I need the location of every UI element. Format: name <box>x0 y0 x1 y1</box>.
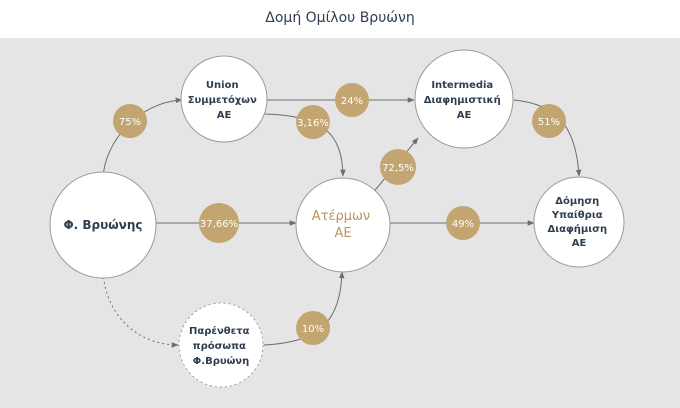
badge-union-atermon <box>296 105 330 139</box>
stake-intermedia-domisi: 51% <box>538 117 560 128</box>
node-atermon-label: Ατέρμων ΑΕ <box>312 209 375 241</box>
node-parentheta-label: Παρένθετα πρόσωπα Φ.Βρυώνη <box>189 325 253 367</box>
badge-intermedia-domisi <box>532 104 566 138</box>
stake-union-atermon: 3,16% <box>297 118 329 129</box>
node-vryonis-label: Φ. Βρυώνης <box>63 218 142 232</box>
node-intermedia-label: Intermedia Διαφημιστική ΑΕ <box>424 80 504 121</box>
node-intermedia <box>414 49 514 149</box>
stake-vryonis-atermon: 37,66% <box>200 219 238 230</box>
badge-atermon-intermedia <box>380 149 416 185</box>
node-union-label: Union Συμμετόχων ΑΕ <box>188 80 261 121</box>
stake-parentheta-atermon: 10% <box>302 324 324 335</box>
badge-union-intermedia <box>335 83 369 117</box>
badge-parentheta-atermon <box>296 311 330 345</box>
diagram-title: Δομή Ομίλου Βρυώνη <box>265 10 415 26</box>
stake-atermon-domisi: 49% <box>452 219 474 230</box>
badge-vryonis-union <box>113 104 147 138</box>
node-domisi <box>533 176 625 268</box>
node-parentheta <box>178 302 264 388</box>
badge-atermon-domisi <box>446 206 480 240</box>
stake-union-intermedia: 24% <box>341 96 363 107</box>
node-atermon <box>295 177 391 273</box>
node-vryonis <box>49 171 157 279</box>
badge-vryonis-atermon <box>199 203 239 243</box>
node-domisi-label: Δόμηση Υπαίθρια Διαφήμιση ΑΕ <box>547 195 610 249</box>
node-union <box>180 55 268 143</box>
edge-vryonis-parentheta <box>102 271 179 348</box>
stake-atermon-intermedia: 72,5% <box>382 163 414 174</box>
stake-vryonis-union: 75% <box>119 117 141 128</box>
